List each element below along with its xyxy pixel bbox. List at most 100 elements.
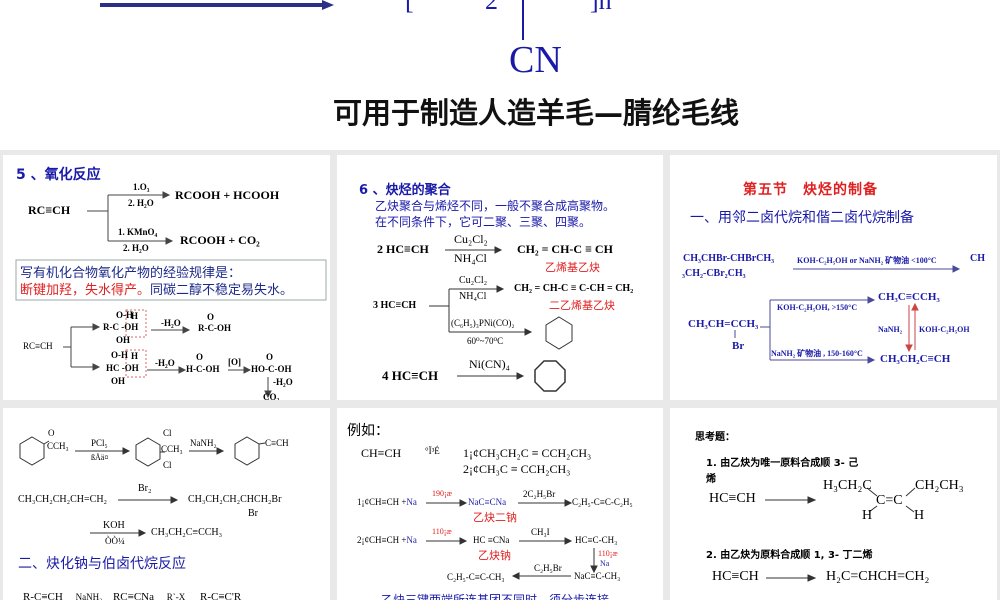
condition: 1. KMnO₄ [118,227,158,237]
mech-text: R-C-OH [198,323,231,333]
sodium: Na [406,497,417,507]
desc-line: 在不同条件下，它可二聚、三聚、四聚。 [375,215,592,229]
sodium: Na [600,559,610,568]
bromine: Br [248,508,258,519]
mech-text: OH [111,376,126,386]
bracket-left: [ [405,0,414,15]
reactant: HC≡CH [712,569,759,584]
question-1-cont: 烯 [706,474,716,485]
group: C≡CH [265,438,289,448]
reaction-b: 2¡¢CH≡CH +Na [357,535,417,545]
temperature: 110¡æ [432,527,452,536]
target: 1¡¢CH₃CH₂C ≡ CCH₂CH₃ [463,446,592,460]
intermediate: NaC≡C-CH₃ [574,571,621,581]
mech-text: H [131,351,139,361]
intermediate: RC≡CNa [112,591,155,600]
product: CH₃CH₂CH₂CHCH₂Br [188,494,282,505]
intermediate: NaC≡CNa [468,497,507,507]
slide-dihalide[interactable]: O CCH₃ PCl₅ ßÅä¤ Cl CCH₃ Cl NaNH₂ C≡CH C… [3,408,330,600]
mech-text: H [131,311,139,321]
product: CH₃CH₂C≡CH [880,353,951,365]
temperature: 110¡æ [598,549,618,558]
slide-title: 思考题： [695,432,735,443]
oxidation-arrows [15,191,327,399]
mech-text: CO₂ [263,392,280,400]
intermediate: HC ≡CNa [473,535,510,545]
subtitle: 一、用邻二卤代烷和偕二卤代烷制备 [690,210,914,226]
reactant: 4 HC≡CH [382,368,439,383]
rule-text: 写有机化合物氧化产物的经验规律是： [20,266,242,281]
bromine: Br [732,340,745,352]
example-arrows [426,499,598,580]
section-title: 二、炔化钠与伯卤代烷反应 [18,556,186,572]
mech-text: O-H [111,350,128,360]
oxygen: O [48,428,55,438]
product-name: 乙烯基乙炔 [545,261,600,274]
mech-text: H-C-OH [186,364,220,374]
condition: KOH-C₂H₅OH [919,325,970,334]
temperature: 190¡æ [432,489,452,498]
reactant: CH₃CH=CCH₃ [688,318,759,330]
reagent: CH₃I [531,527,550,537]
substituent: CH₂CH₃ [915,478,964,493]
reactant: 3 HC≡CH [373,300,417,311]
double-bond: C=C [876,493,903,508]
slide-title: 5 、氧化反应 [16,167,101,183]
mech-start: RC≡CH [23,341,53,351]
condition: 1.O₃ [133,182,150,192]
product: HC≡C-CH₃ [575,535,618,545]
reagent: PCl₅ [91,438,108,448]
reactant: CH₃CH₂CH₂CH=CH₂ [18,494,108,505]
bottom-reaction: R-C≡CH NaNH₂ RC≡CNa R`-X R-C≡C'R [23,591,241,600]
desc-line: 乙炔聚合与烯烃不同，一般不聚合成高聚物。 [375,199,616,213]
rule-blue: 同碳二醇不稳定易失水。 [150,283,294,298]
slide-grid: 5 、氧化反应 RC≡CH 1.O₃ 2. H₂O RCOOH + HCOOH … [0,150,1000,600]
top-arrow [100,0,524,40]
product: H₂C=CHCH=CH₂ [826,569,930,584]
bracket-right: ]n [590,0,612,15]
product: RCOOH + HCOOH [175,188,280,202]
product: CH₂ = CH-C ≡ C-CH = CH₂ [514,283,634,294]
intermediate-name: 乙炔钠 [478,549,511,562]
reactant: 1¡¢CH≡CH + [357,497,407,507]
mech-text: [O] [228,357,241,367]
note: 乙炔三键两端所连基团不同时，须分步连接， [381,593,622,600]
condition: 60⁰~70⁰C [467,336,504,346]
product: CH₂ = CH-C ≡ CH [517,242,613,256]
mech-text: -H₂O [161,318,181,328]
catalyst: NH₄Cl [454,251,487,265]
substituent: H₃CH₂C [823,478,872,493]
product: RCOOH + CO₂ [180,233,260,247]
mech-text: -H₂O [273,377,293,387]
product: C₂H₅-C≡C-C₂H₅ [572,497,633,507]
condition: NaNH₂ [878,325,903,334]
reactant: 2 HC≡CH [377,242,429,256]
polymer-arrows [429,246,573,392]
reactant: CH≡CH [361,446,402,460]
condition: NaNH₂ 矿物油 , 150-160°C [771,349,863,358]
reagent: 2C₂H₅Br [523,489,556,499]
slide-title: 6 、炔烃的聚合 [359,183,451,198]
slide-oxidation[interactable]: 5 、氧化反应 RC≡CH 1.O₃ 2. H₂O RCOOH + HCOOH … [3,155,330,400]
slide-example[interactable]: 例如： CH≡CH °Ï³É 1¡¢CH₃CH₂C ≡ CCH₂CH₃ 2¡¢C… [337,408,663,600]
section-title: 第五节 炔烃的制备 [743,182,878,198]
catalyst: NH₄Cl [459,291,487,302]
slide-alkyne-preparation[interactable]: 第五节 炔烃的制备 一、用邻二卤代烷和偕二卤代烷制备 CH₃CHBr-CHBrC… [670,155,997,400]
slide-title: 例如： [347,423,389,439]
question-1: 1. 由乙炔为唯一原料合成顺 3- 己 [706,458,859,469]
reactant: CH₃CHBr-CHBrCH₃ [683,253,775,264]
group: CCH₃ [161,444,183,454]
product-name: 二乙烯基乙炔 [549,299,615,312]
slide-exercises[interactable]: 思考题： 1. 由乙炔为唯一原料合成顺 3- 己 烯 HC≡CH H₃CH₂C … [670,408,997,600]
mech-text: O [196,352,204,362]
catalyst: Ni(CN)₄ [469,357,510,371]
slide-polymerization[interactable]: 6 、炔烃的聚合 乙炔聚合与烯烃不同，一般不聚合成高聚物。 在不同条件下，它可二… [337,155,663,400]
product: CH₃C≡CCH₃ [878,291,940,303]
product: C₂H₅-C≡C-CH₃ [447,572,505,582]
condition: 2. H₂O [123,243,149,253]
mech-text: O [207,312,215,322]
rule-text-2: 断键加羟，失水得产。同碳二醇不稳定易失水。 [20,279,293,298]
reagent: NaNH₂ [190,438,217,448]
acetyl: CCH₃ [47,441,69,451]
condition: KOH-C₂H₅OH or NaNH₂ 矿物油 <100°C [797,256,937,265]
